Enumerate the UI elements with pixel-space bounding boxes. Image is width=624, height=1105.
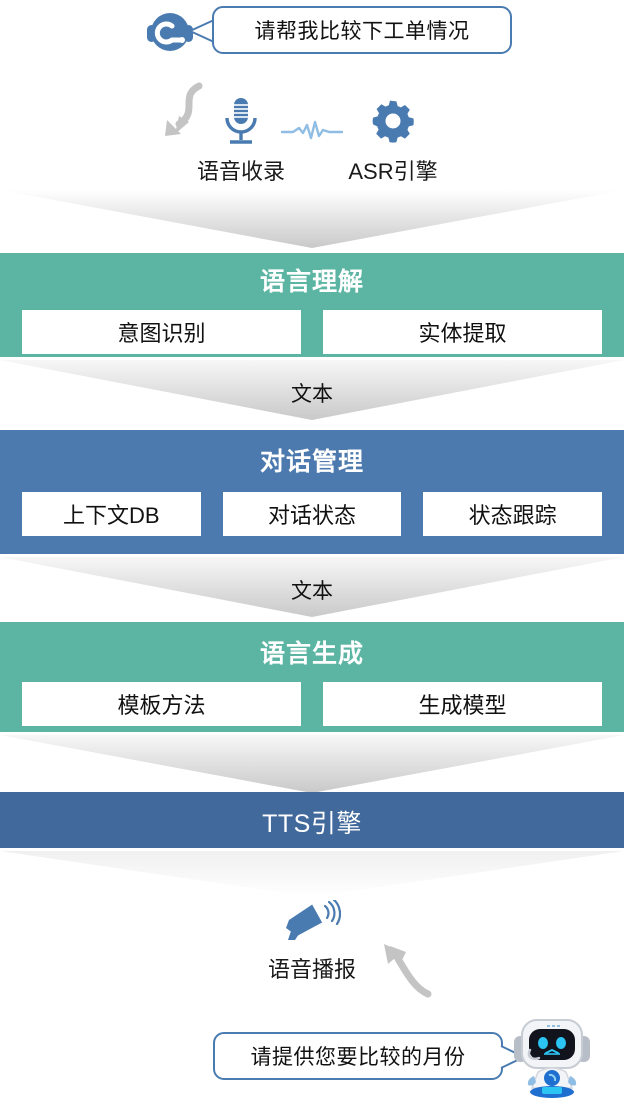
stage-items-nlg: 模板方法 生成模型 xyxy=(22,682,602,726)
microphone-icon xyxy=(222,96,260,146)
user-bubble-tail xyxy=(186,18,216,44)
user-message-text: 请帮我比较下工单情况 xyxy=(254,20,470,43)
flow-chevron-2-label: 文本 xyxy=(291,383,333,406)
stage-dialogue-management: 对话管理 上下文DB 对话状态 状态跟踪 xyxy=(0,430,624,554)
flow-chevron-2 xyxy=(0,360,624,420)
voice-capture-label: 语音收录 xyxy=(196,159,285,184)
stage-language-understanding: 语言理解 意图识别 实体提取 xyxy=(0,253,624,357)
voice-broadcast-label: 语音播报 xyxy=(267,957,356,982)
curved-arrow-down-left-icon xyxy=(155,82,215,152)
robot-avatar-icon xyxy=(508,1014,596,1100)
stage-language-generation: 语言生成 模板方法 生成模型 xyxy=(0,622,624,732)
stage-item-state-tracking[interactable]: 状态跟踪 xyxy=(423,492,603,536)
gear-icon xyxy=(370,98,416,144)
flow-chevron-4 xyxy=(0,735,624,793)
curved-arrow-up-right-icon xyxy=(370,938,436,1000)
stage-item-generative-model[interactable]: 生成模型 xyxy=(323,682,602,726)
stage-item-template-method[interactable]: 模板方法 xyxy=(22,682,301,726)
stage-title-nlg: 语言生成 xyxy=(259,640,364,668)
bot-message-text: 请提供您要比较的月份 xyxy=(250,1046,466,1069)
stage-item-entity-extraction[interactable]: 实体提取 xyxy=(323,310,602,354)
audio-waveform-icon xyxy=(280,120,344,142)
stage-title-dm: 对话管理 xyxy=(259,448,364,476)
flow-chevron-3-label: 文本 xyxy=(291,580,333,603)
stage-tts-engine: TTS引擎 xyxy=(0,792,624,848)
stage-item-intent-recognition[interactable]: 意图识别 xyxy=(22,310,301,354)
bot-message-bubble: 请提供您要比较的月份 xyxy=(213,1032,503,1080)
stage-title-nlu: 语言理解 xyxy=(259,268,364,296)
asr-engine-label: ASR引擎 xyxy=(348,159,438,184)
stage-title-tts: TTS引擎 xyxy=(262,810,362,838)
headset-agent-icon xyxy=(142,6,204,58)
stage-items-nlu: 意图识别 实体提取 xyxy=(22,310,602,354)
megaphone-icon xyxy=(283,897,342,942)
stage-item-dialogue-state[interactable]: 对话状态 xyxy=(222,492,402,536)
stage-item-context-db[interactable]: 上下文DB xyxy=(22,492,201,536)
voice-capture-row: 语音收录 ASR引擎 xyxy=(0,72,624,197)
flow-chevron-3 xyxy=(0,557,624,617)
stage-items-dm: 上下文DB 对话状态 状态跟踪 xyxy=(22,492,603,536)
flow-chevron-1 xyxy=(0,190,624,248)
flow-chevron-5 xyxy=(0,851,624,897)
user-message-bubble: 请帮我比较下工单情况 xyxy=(212,6,512,54)
user-utterance-row: 请帮我比较下工单情况 xyxy=(0,0,624,70)
